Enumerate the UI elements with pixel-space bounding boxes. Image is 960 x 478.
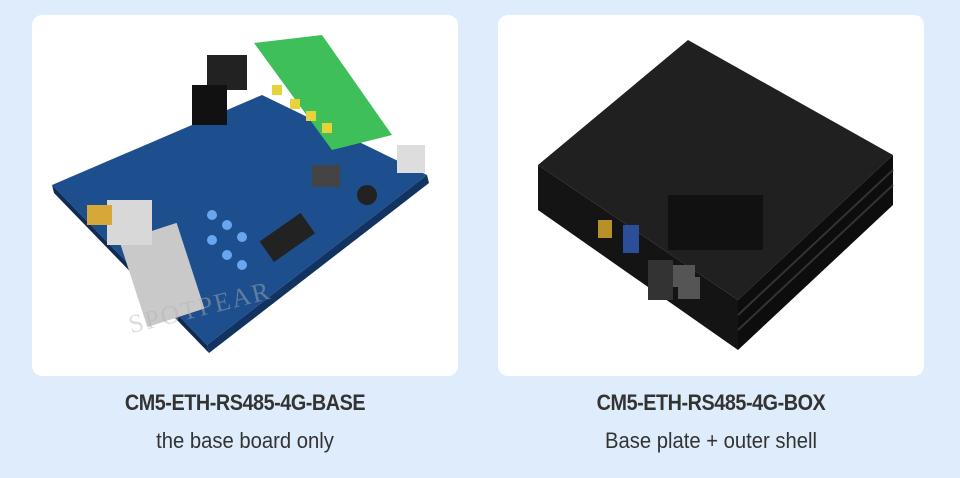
product-card-base: SPOTPEAR [32,15,458,376]
black-enclosure-image [538,40,894,350]
product-description-base: the base board only [156,428,334,453]
product-description-box: Base plate + outer shell [604,428,818,453]
circuit-board-image [52,35,429,353]
product-name-box: CM5-ETH-RS485-4G-BOX [596,390,826,415]
product-card-box [498,15,924,376]
product-name-base: CM5-ETH-RS485-4G-BASE [124,390,366,415]
